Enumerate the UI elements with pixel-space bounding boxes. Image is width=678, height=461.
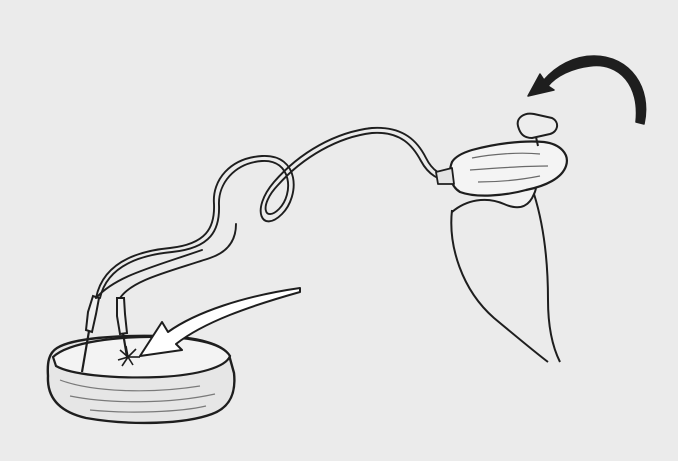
forearm-outline [451, 194, 560, 362]
specimen-block [48, 336, 235, 423]
handpiece-body [450, 141, 567, 195]
twin-cable [96, 128, 456, 298]
handpiece-cable-nozzle [436, 168, 454, 184]
cable-branch-right [120, 224, 236, 298]
handpiece-tip-clip [518, 114, 557, 138]
cable-strand-outer [96, 128, 456, 298]
hand-with-handpiece [436, 114, 567, 362]
curved-rotation-arrow-icon [528, 56, 646, 124]
right-probe-handle [117, 298, 127, 334]
left-probe-handle [86, 296, 99, 332]
